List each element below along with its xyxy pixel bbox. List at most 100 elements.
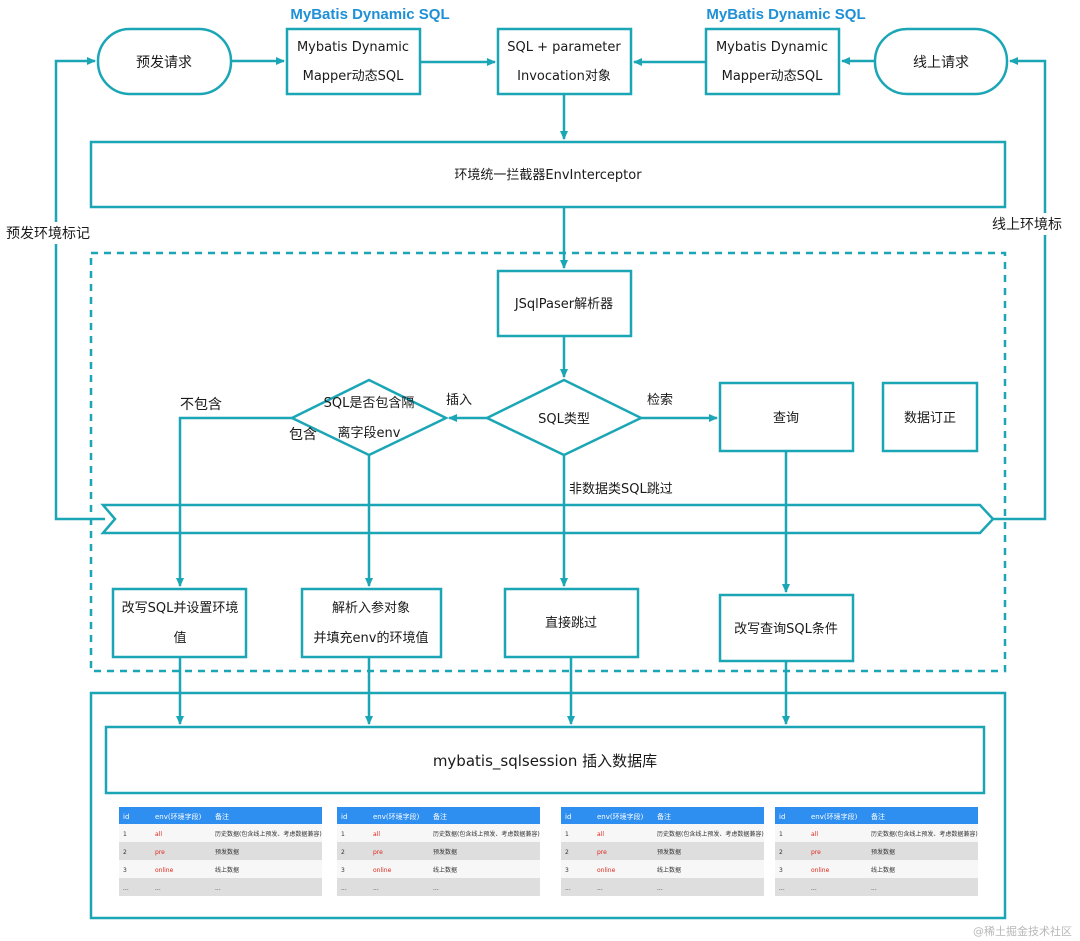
table-cell: online xyxy=(373,867,392,874)
mapper-left-line2: Mapper动态SQL xyxy=(303,69,405,84)
table-cell: all xyxy=(373,831,380,838)
table-cell: 历史数据(包含线上预发、考虑数据兼容) xyxy=(657,830,764,838)
isolation-line1: SQL是否包含隔 xyxy=(324,395,415,411)
env-table: id env(环境字段) 备注 1 all 历史数据(包含线上预发、考虑数据兼容) 2 pre… xyxy=(119,807,322,896)
table-cell: 1 xyxy=(341,831,345,838)
table-row xyxy=(337,860,540,878)
table-cell: ... xyxy=(657,885,663,892)
online-request-label: 线上请求 xyxy=(913,55,969,71)
parser-label: JSqlPaser解析器 xyxy=(514,297,613,312)
db-container xyxy=(89,691,1007,920)
table-row xyxy=(337,842,540,860)
table-header-cell: 备注 xyxy=(871,812,885,821)
mapper-right-node xyxy=(704,27,841,96)
processing-region xyxy=(89,251,1007,673)
table-cell: 3 xyxy=(565,867,569,874)
watermark: @稀土掘金技术社区 xyxy=(973,924,1072,938)
table-row xyxy=(561,824,764,842)
table-header-cell: id xyxy=(123,813,129,821)
header-right: MyBatis Dynamic SQL xyxy=(706,6,865,23)
interceptor-node xyxy=(89,140,1007,209)
table-cell: 预发数据 xyxy=(215,848,239,856)
table-cell: 线上数据 xyxy=(433,866,457,874)
table-row xyxy=(337,824,540,842)
table-cell: online xyxy=(597,867,616,874)
table-cell: ... xyxy=(341,885,347,892)
edge-online-env-mark xyxy=(993,57,1047,521)
retrieve-label: 检索 xyxy=(647,393,673,408)
table-cell: 3 xyxy=(123,867,127,874)
mapper-right-line1: Mybatis Dynamic xyxy=(716,40,828,55)
table-header-cell: id xyxy=(565,813,571,821)
table-header-cell: id xyxy=(341,813,347,821)
env-tables: id env(环境字段) 备注 1 all 历史数据(包含线上预发、考虑数据兼容) 2 pre… xyxy=(119,807,978,896)
table-cell: pre xyxy=(155,849,165,856)
table-cell: ... xyxy=(123,885,129,892)
table-cell: ... xyxy=(871,885,877,892)
table-cell: all xyxy=(155,831,162,838)
table-header-cell: env(环境字段) xyxy=(155,812,202,821)
table-row xyxy=(561,842,764,860)
rewrite-query-node xyxy=(718,593,855,663)
table-row xyxy=(561,860,764,878)
table-cell: online xyxy=(811,867,830,874)
table-row xyxy=(561,878,764,896)
table-cell: ... xyxy=(373,885,379,892)
pre-request-label: 预发请求 xyxy=(136,55,192,71)
invocation-line1: SQL + parameter xyxy=(507,40,621,55)
table-row xyxy=(337,878,540,896)
rewrite-query-label: 改写查询SQL条件 xyxy=(734,621,838,637)
table-row xyxy=(775,878,978,896)
table-cell: 1 xyxy=(565,831,569,838)
skip-node xyxy=(503,587,640,659)
pre-env-mark-label: 预发环境标记 xyxy=(6,226,90,242)
table-cell: all xyxy=(597,831,604,838)
parse-params-line2: 并填充env的环境值 xyxy=(314,630,429,646)
table-cell: 历史数据(包含线上预发、考虑数据兼容) xyxy=(215,830,322,838)
online-env-mark-label: 线上环境标 xyxy=(992,217,1062,233)
table-row xyxy=(119,860,322,878)
table-cell: 线上数据 xyxy=(215,866,239,874)
table-header-cell: 备注 xyxy=(215,812,229,821)
edge-not-contain xyxy=(176,416,292,587)
table-cell: 线上数据 xyxy=(871,866,895,874)
sql-type-label: SQL类型 xyxy=(538,412,590,427)
table-cell: 2 xyxy=(123,849,127,856)
table-row xyxy=(119,878,322,896)
connectors xyxy=(54,57,1047,725)
table-cell: 2 xyxy=(779,849,783,856)
table-header-cell: 备注 xyxy=(433,812,447,821)
table-cell: ... xyxy=(597,885,603,892)
table-cell: pre xyxy=(597,849,607,856)
contain-label: 包含 xyxy=(289,427,317,443)
table-cell: ... xyxy=(779,885,785,892)
table-row xyxy=(775,860,978,878)
skip-label: 直接跳过 xyxy=(545,615,597,631)
table-cell: pre xyxy=(373,849,383,856)
parse-params-line1: 解析入参对象 xyxy=(332,600,410,616)
insert-label: 插入 xyxy=(446,393,472,408)
isolation-line2: 离字段env xyxy=(338,425,401,441)
mapper-right-line2: Mapper动态SQL xyxy=(722,69,824,84)
table-header-cell: id xyxy=(779,813,785,821)
table-row xyxy=(119,824,322,842)
table-header-cell: env(环境字段) xyxy=(373,812,420,821)
edge-pre-env-mark xyxy=(54,57,105,521)
table-cell: 预发数据 xyxy=(871,848,895,856)
table-cell: ... xyxy=(811,885,817,892)
table-cell: ... xyxy=(215,885,221,892)
table-cell: ... xyxy=(155,885,161,892)
header-left: MyBatis Dynamic SQL xyxy=(290,6,449,23)
table-cell: 3 xyxy=(341,867,345,874)
table-cell: 线上数据 xyxy=(657,866,681,874)
table-cell: 1 xyxy=(123,831,127,838)
mapper-left-node xyxy=(285,27,422,96)
parse-params-node xyxy=(300,587,443,659)
isolation-decision xyxy=(289,378,449,457)
table-cell: 2 xyxy=(341,849,345,856)
table-cell: 预发数据 xyxy=(657,848,681,856)
table-cell: 预发数据 xyxy=(433,848,457,856)
